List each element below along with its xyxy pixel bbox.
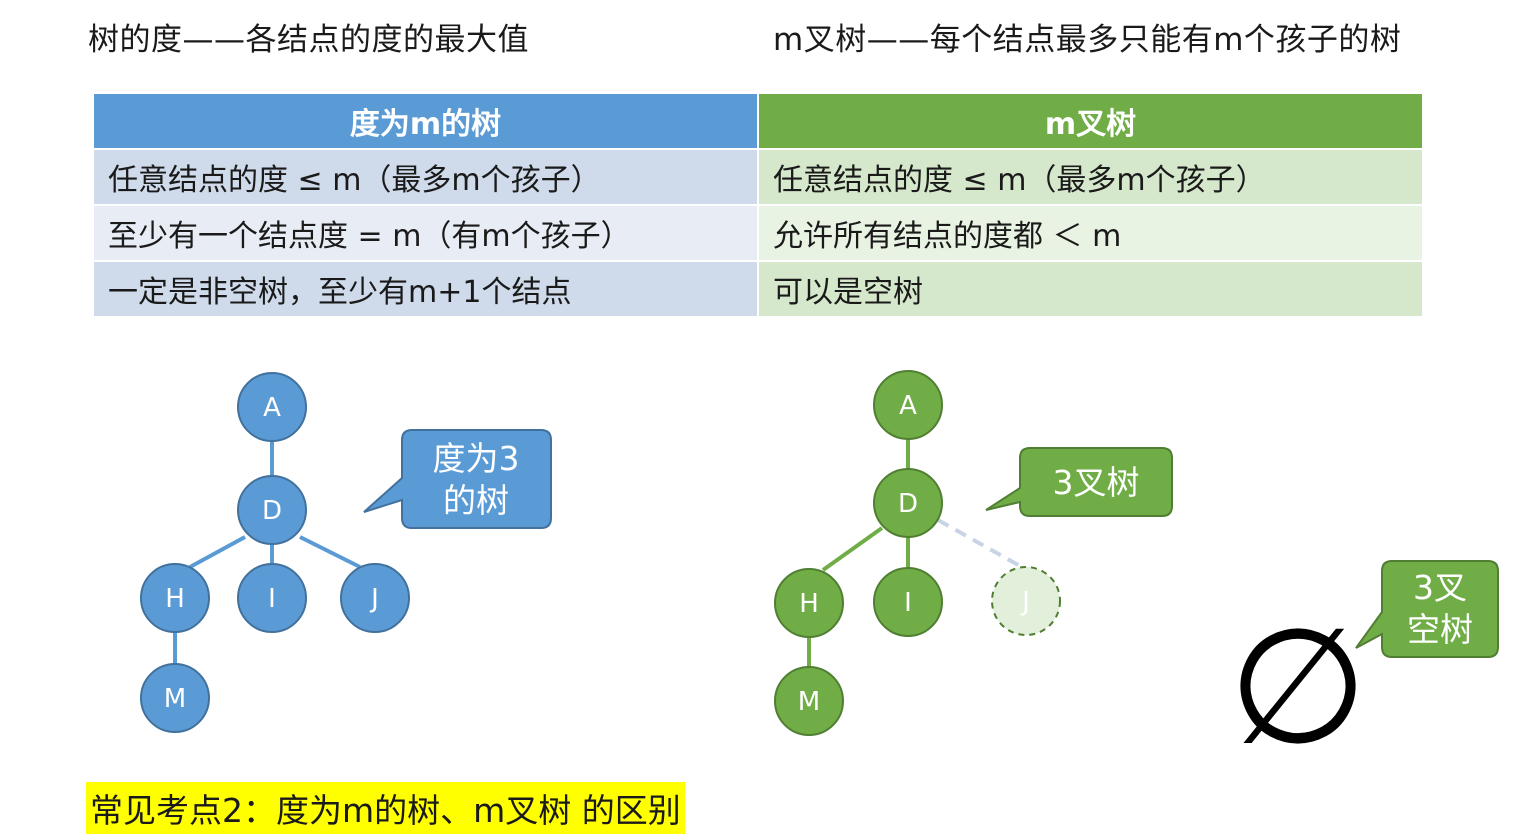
comparison-table: 度为m的树 m叉树 任意结点的度 ≤ m（最多m个孩子） 任意结点的度 ≤ m（… (92, 92, 1424, 318)
degree-tree: A D H I J M 度为3 的树 (140, 372, 552, 733)
heading-m-ary-tree: m叉树——每个结点最多只能有m个孩子的树 (773, 22, 1402, 58)
node-j-dashed: J (991, 566, 1061, 636)
table-header-row: 度为m的树 m叉树 (92, 92, 1424, 150)
node-m: M (140, 663, 210, 733)
mary-tree: A D H I J M 3叉树 (774, 370, 1173, 736)
edge-d-j-dashed (937, 518, 1021, 568)
svg-text:H: H (799, 589, 819, 619)
edge-d-h (821, 526, 884, 572)
cell-degree-row-2: 至少有一个结点度 = m（有m个孩子） (92, 204, 759, 262)
node-h: H (774, 568, 844, 638)
svg-text:3叉: 3叉 (1413, 568, 1467, 607)
node-d: D (237, 475, 307, 545)
svg-text:I: I (268, 584, 276, 614)
cell-degree-row-3: 一定是非空树，至少有m+1个结点 (92, 260, 759, 318)
svg-text:J: J (1020, 587, 1030, 617)
svg-text:A: A (899, 391, 917, 421)
svg-text:H: H (165, 584, 185, 614)
svg-text:A: A (263, 393, 281, 423)
header-m-ary-tree: m叉树 (757, 92, 1424, 150)
empty-set-symbol: ∅ (1228, 593, 1367, 780)
svg-text:3叉树: 3叉树 (1053, 463, 1140, 502)
node-a: A (237, 372, 307, 442)
table-row: 至少有一个结点度 = m（有m个孩子） 允许所有结点的度都 ＜ m (92, 204, 1424, 262)
svg-text:J: J (369, 584, 379, 614)
cell-mary-row-1: 任意结点的度 ≤ m（最多m个孩子） (757, 148, 1424, 206)
svg-text:M: M (164, 684, 186, 714)
node-j: J (340, 563, 410, 633)
cell-degree-row-1: 任意结点的度 ≤ m（最多m个孩子） (92, 148, 759, 206)
svg-text:I: I (904, 588, 912, 618)
node-h: H (140, 563, 210, 633)
callout-empty-tree: 3叉 空树 (1355, 560, 1499, 658)
svg-text:度为3: 度为3 (433, 439, 520, 478)
table-row: 任意结点的度 ≤ m（最多m个孩子） 任意结点的度 ≤ m（最多m个孩子） (92, 148, 1424, 206)
cell-mary-row-2: 允许所有结点的度都 ＜ m (757, 204, 1424, 262)
node-a: A (873, 370, 943, 440)
node-i: I (237, 563, 307, 633)
header-degree-m-tree: 度为m的树 (92, 92, 759, 150)
node-i: I (873, 567, 943, 637)
svg-text:M: M (798, 687, 820, 717)
svg-text:D: D (898, 489, 918, 519)
edge-d-h (189, 535, 246, 569)
key-point-banner: 常见考点2：度为m的树、m叉树 的区别 (86, 782, 685, 834)
heading-tree-degree: 树的度——各结点的度的最大值 (88, 22, 529, 58)
empty-tree: ∅ 3叉 空树 (1228, 560, 1499, 780)
cell-mary-row-3: 可以是空树 (757, 260, 1424, 318)
svg-text:D: D (262, 496, 282, 526)
node-d: D (873, 468, 943, 538)
svg-text:空树: 空树 (1407, 610, 1473, 649)
svg-text:的树: 的树 (443, 481, 509, 520)
callout-mary-tree: 3叉树 (985, 447, 1173, 517)
node-m: M (774, 666, 844, 736)
edge-d-j (299, 535, 361, 569)
callout-degree-tree: 度为3 的树 (363, 429, 552, 529)
table-row: 一定是非空树，至少有m+1个结点 可以是空树 (92, 260, 1424, 318)
